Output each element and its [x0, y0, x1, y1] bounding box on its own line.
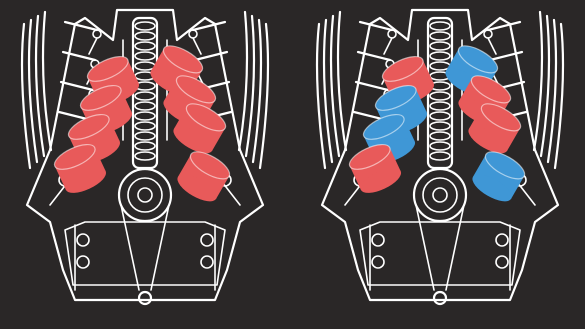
oil-pan-outline — [65, 222, 225, 285]
cam-lobe — [430, 132, 450, 140]
cam-lobe — [135, 32, 155, 40]
cam-lobe — [135, 112, 155, 120]
exhaust-tube-left — [338, 12, 346, 150]
crank-pulley-inner — [128, 178, 162, 212]
bolt-boss — [201, 256, 213, 268]
cam-lobe — [135, 122, 155, 130]
drive-belt — [416, 205, 464, 290]
cam-lobe — [430, 62, 450, 70]
cam-lobe — [135, 132, 155, 140]
lower-pulley — [139, 292, 151, 304]
cam-lobe — [430, 92, 450, 100]
exhaust-tube-right — [534, 12, 542, 150]
bolt-boss — [372, 234, 384, 246]
side-rail — [370, 225, 510, 290]
oil-pan-outline — [360, 222, 520, 285]
valve-spring — [189, 30, 197, 38]
cam-lobe — [430, 122, 450, 130]
bolt-boss — [77, 256, 89, 268]
valve-spring — [93, 30, 101, 38]
exhaust-tube-right — [239, 12, 247, 150]
piston-8-blue — [468, 147, 528, 207]
crank-pulley — [119, 169, 171, 221]
cam-lobe — [430, 112, 450, 120]
cam-lobe — [135, 22, 155, 30]
cam-lobe — [430, 142, 450, 150]
crank-pulley — [414, 169, 466, 221]
cam-lobe — [135, 152, 155, 160]
pushrod — [193, 38, 201, 54]
bolt-boss — [201, 234, 213, 246]
engine-right — [317, 10, 563, 304]
cam-lobe — [135, 102, 155, 110]
cam-lobe — [430, 32, 450, 40]
cam-lobe — [430, 42, 450, 50]
cam-lobe — [135, 92, 155, 100]
cam-lobe — [135, 42, 155, 50]
bolt-boss — [496, 234, 508, 246]
cam-lobe — [135, 62, 155, 70]
bolt-boss — [77, 234, 89, 246]
valve-spring — [484, 30, 492, 38]
cam-lobe — [430, 52, 450, 60]
bolt-boss — [372, 256, 384, 268]
crank-hub — [433, 188, 447, 202]
cam-lobe — [135, 142, 155, 150]
exhaust-tube-left — [43, 12, 51, 150]
crank-hub — [138, 188, 152, 202]
cam-lobe — [430, 102, 450, 110]
cam-lobe — [430, 152, 450, 160]
piston-8-red — [173, 147, 233, 207]
pushrod — [89, 38, 97, 54]
pushrod — [384, 38, 392, 54]
crank-pulley-inner — [423, 178, 457, 212]
side-rail — [75, 225, 215, 290]
valve-spring — [388, 30, 396, 38]
drive-belt — [121, 205, 169, 290]
bolt-boss — [496, 256, 508, 268]
engine-left — [22, 10, 268, 304]
cam-lobe — [135, 52, 155, 60]
pushrod — [488, 38, 496, 54]
cam-lobe — [430, 22, 450, 30]
lower-pulley — [434, 292, 446, 304]
